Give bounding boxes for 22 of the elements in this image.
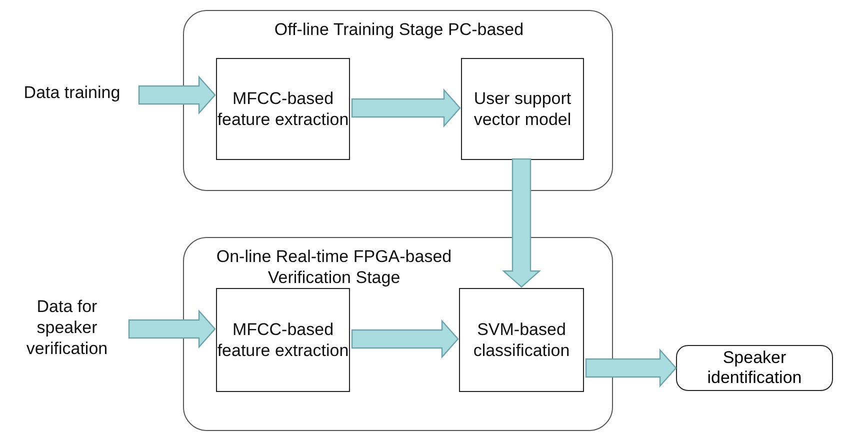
input-label: Data for speaker verification [8, 296, 126, 362]
process-box [216, 288, 350, 392]
box-label: MFCC-based feature extraction [217, 88, 349, 130]
block-arrow [351, 88, 461, 128]
panel-title: On-line Real-time FPGA-based Verification Stage [215, 246, 453, 288]
block-arrow [351, 319, 459, 359]
block-arrow [585, 348, 677, 388]
process-box [216, 58, 350, 160]
block-arrow [138, 75, 216, 115]
block-arrow [502, 158, 542, 288]
block-arrow [128, 309, 216, 349]
panel-title: Off-line Training Stage PC-based [273, 19, 525, 40]
process-box [461, 58, 584, 160]
input-label: Data training [8, 82, 136, 108]
stage-panel [183, 10, 613, 191]
box-label: User support vector model [472, 88, 572, 130]
process-box [459, 288, 584, 392]
box-label: MFCC-based feature extraction [217, 319, 349, 361]
box-label: Speaker identification [706, 348, 803, 388]
output-box [676, 345, 833, 391]
box-label: SVM-based classification [472, 319, 571, 361]
stage-panel [183, 237, 613, 431]
